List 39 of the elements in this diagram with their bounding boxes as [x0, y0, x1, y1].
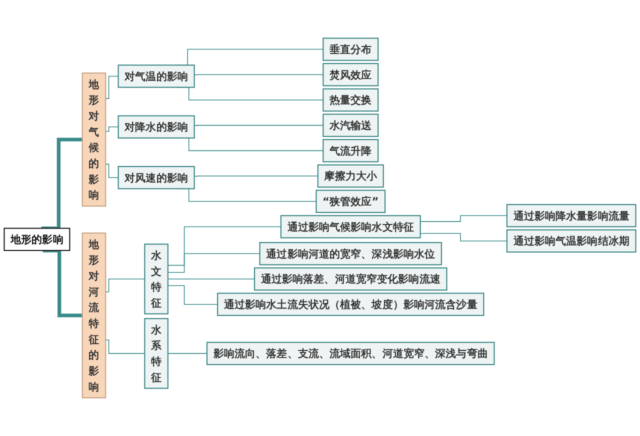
connector — [168, 278, 255, 280]
node-box: 垂直分布 — [322, 38, 379, 61]
node-box: 地形对河流特征的影响 — [82, 232, 106, 398]
node-box: 气流升降 — [322, 139, 379, 162]
node-box: 对降水的影响 — [118, 115, 195, 139]
connector — [168, 353, 208, 354]
node-box: 焚风效应 — [322, 63, 379, 86]
node-box: 对风速的影响 — [118, 166, 195, 190]
node-box: 通过影响气温影响结冰期 — [506, 229, 636, 253]
connector — [194, 176, 318, 177]
connector — [41, 138, 82, 230]
connector — [105, 126, 119, 132]
node-box: 对气温的影响 — [118, 64, 195, 88]
node-box: 摩擦力大小 — [317, 164, 384, 188]
node-box: 地形对气候的影响 — [82, 72, 106, 207]
connector — [105, 340, 146, 354]
node-box: 水汽输送 — [322, 114, 379, 137]
connector — [105, 164, 119, 178]
connector — [105, 76, 119, 99]
node-box: 水系特征 — [144, 318, 168, 389]
node-box: 通过影响落差、河道宽窄变化影响流速 — [254, 267, 448, 291]
connector — [194, 124, 324, 126]
connector — [42, 248, 82, 318]
connector — [168, 285, 218, 305]
connector — [105, 278, 146, 292]
connector — [168, 226, 282, 266]
connector — [194, 74, 324, 76]
node-box: 影响流向、落差、支流、流域面积、河道宽窄、深浅与弯曲 — [206, 342, 495, 366]
node-box: 通过影响河道的宽窄、深浅影响水位 — [259, 242, 442, 266]
node-box: 地形的影响 — [4, 228, 70, 251]
node-box: 通过影响气候影响水文特征 — [280, 215, 421, 238]
connector — [420, 232, 508, 242]
connector — [168, 253, 260, 273]
node-box: 通过影响降水量影响流量 — [506, 204, 636, 228]
connector — [420, 215, 508, 222]
node-box: 热量交换 — [322, 88, 379, 112]
node-box: “狭管效应” — [316, 190, 386, 213]
node-box: 通过影响水土流失状况（植被、坡度）影响河流含沙量 — [217, 292, 484, 316]
node-box: 水文特征 — [144, 244, 168, 314]
